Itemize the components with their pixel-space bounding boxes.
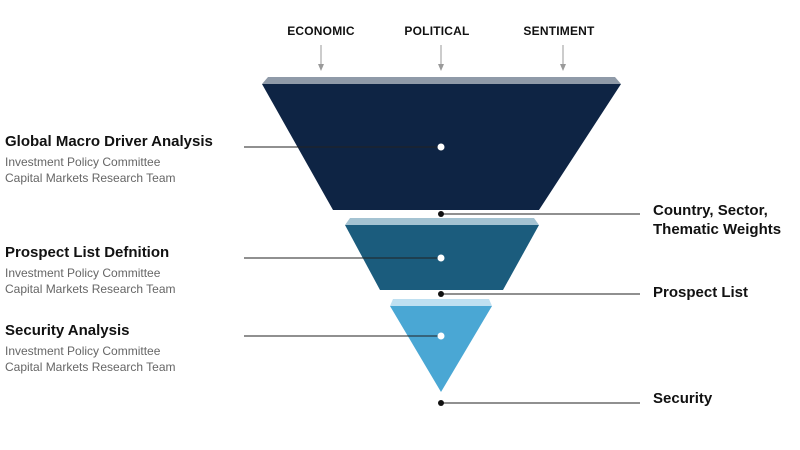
economic-arrow-icon: [318, 45, 324, 71]
stage-1-dot: [437, 143, 445, 151]
output-2-label: Prospect List: [653, 284, 749, 301]
political-arrow-icon: [438, 45, 444, 71]
stage-3-dot: [437, 332, 445, 340]
stage-2-title: Prospect List Defnition: [5, 244, 170, 261]
top-label-sentiment: SENTIMENT: [523, 24, 595, 38]
funnel-stage-1-rim: [262, 77, 621, 84]
input-arrows: [318, 45, 566, 71]
stage-3-subtitle-1: Investment Policy Committee: [5, 344, 161, 358]
output-1-label-line-1: Country, Sector,: [653, 202, 768, 219]
stage-2-subtitle-1: Investment Policy Committee: [5, 266, 161, 280]
funnel-stage-2: [345, 218, 539, 290]
funnel-stage-2-rim: [345, 218, 539, 225]
output-3-label: Security: [653, 390, 713, 407]
stage-3-title: Security Analysis: [5, 322, 130, 339]
stage-connectors: [244, 143, 445, 340]
funnel-stage-3-body: [390, 306, 492, 392]
sentiment-arrow-icon: [560, 45, 566, 71]
stage-1-subtitle-1: Investment Policy Committee: [5, 155, 161, 169]
stage-1-title: Global Macro Driver Analysis: [5, 133, 213, 150]
funnel-stage-3-rim: [390, 299, 492, 306]
top-label-economic: ECONOMIC: [287, 24, 355, 38]
funnel-stage-1: [262, 77, 621, 210]
output-1-dot: [438, 211, 444, 217]
funnel-stage-3: [390, 299, 492, 392]
output-2-dot: [438, 291, 444, 297]
output-3-dot: [438, 400, 444, 406]
stage-1-subtitle-2: Capital Markets Research Team: [5, 171, 176, 185]
stage-2-subtitle-2: Capital Markets Research Team: [5, 282, 176, 296]
output-connectors: [438, 211, 640, 406]
stage-3-subtitle-2: Capital Markets Research Team: [5, 360, 176, 374]
top-label-political: POLITICAL: [404, 24, 470, 38]
stage-2-dot: [437, 254, 445, 262]
output-1-label-line-2: Thematic Weights: [653, 221, 782, 238]
